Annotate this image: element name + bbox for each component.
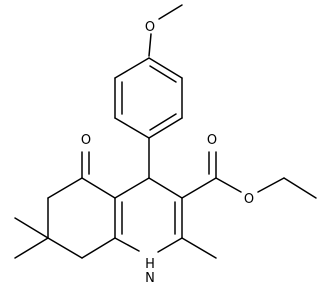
bond-ar-3 [148, 117, 183, 139]
atom-ring-n: N [145, 271, 155, 284]
bond-c5-c6 [47, 177, 83, 199]
bond-c8-c8a [81, 237, 116, 259]
atom-ring-nh-h: H [145, 257, 155, 272]
bond-ar-1 [148, 57, 183, 79]
bond-ethyl-ch3 [283, 177, 317, 199]
bond-ester-o-ch2 [257, 177, 285, 193]
bond-c7-methyl-b [14, 237, 49, 259]
atom-ketone-o: O [81, 133, 91, 148]
bond-c7-methyl-a [14, 217, 49, 239]
bond-ar-1-inner [149, 65, 177, 83]
bond-ar-6 [114, 57, 150, 79]
bond-c4-c4a [114, 177, 150, 199]
bond-c3-ester-c [181, 177, 217, 199]
bond-c4-c3 [148, 177, 183, 199]
atom-ester-carbonyl-o: O [207, 133, 217, 148]
bond-ar-3-inner [149, 113, 177, 131]
bond-o-aryl [148, 33, 152, 57]
atom-methoxy-o: O [145, 20, 155, 35]
bond-ester-c-o-single [215, 177, 242, 193]
atom-ester-o: O [244, 192, 254, 207]
bond-c7-c8 [47, 237, 83, 259]
bond-n1-c8a [114, 237, 140, 252]
bond-c2-methyl [181, 237, 217, 259]
bond-ar-4 [114, 117, 150, 139]
bond-methyl-o [158, 4, 183, 20]
bond-c2-n1 [157, 237, 183, 253]
bond-c4a-c5 [81, 177, 116, 199]
